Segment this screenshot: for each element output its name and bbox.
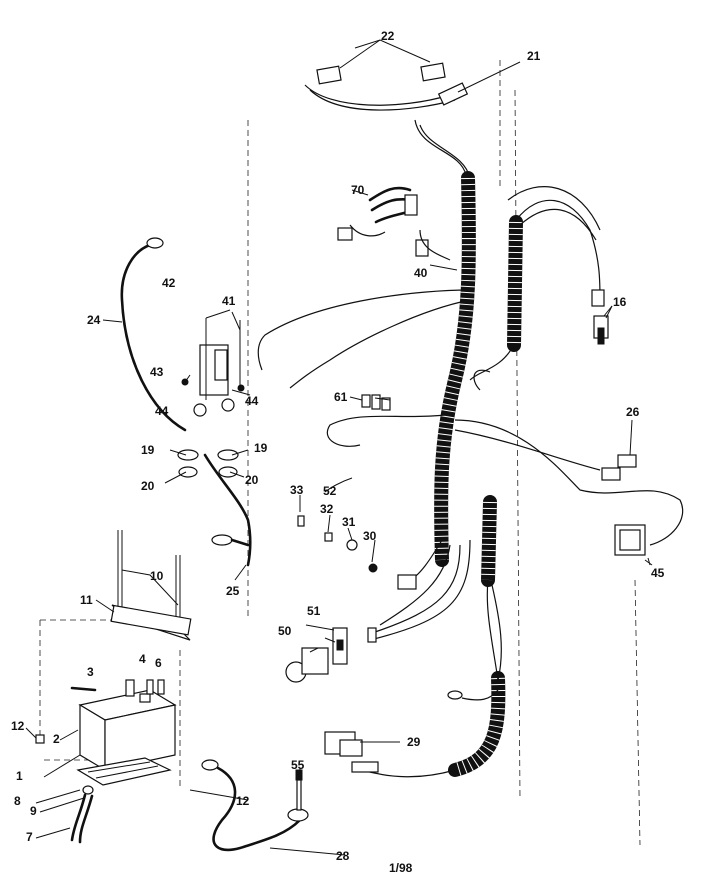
part-42-module-bracket bbox=[181, 309, 251, 417]
top-harness-assembly bbox=[304, 39, 521, 111]
callout-3: 3 bbox=[87, 665, 94, 679]
callout-16: 16 bbox=[613, 295, 627, 309]
callout-6: 6 bbox=[155, 656, 162, 670]
part-29-relay bbox=[324, 689, 499, 773]
callout-20: 20 bbox=[245, 473, 259, 487]
callout-1: 1 bbox=[16, 769, 23, 783]
callout-22: 22 bbox=[381, 29, 395, 43]
callout-40: 40 bbox=[414, 266, 428, 280]
callout-45: 45 bbox=[651, 566, 665, 580]
part-70-coil bbox=[337, 186, 451, 261]
harness-branch-wires bbox=[257, 186, 684, 778]
battery bbox=[35, 679, 177, 844]
main-wire-loom bbox=[414, 119, 523, 777]
callout-42: 42 bbox=[162, 276, 176, 290]
washers-and-cable-25 bbox=[164, 449, 252, 581]
callout-61: 61 bbox=[334, 390, 348, 404]
callout-21: 21 bbox=[527, 49, 541, 63]
callout-7: 7 bbox=[26, 830, 33, 844]
part-45-module bbox=[614, 524, 653, 566]
callout-52: 52 bbox=[323, 484, 337, 498]
callout-labels: 22 21 70 40 16 42 41 24 43 44 44 61 26 1… bbox=[11, 29, 665, 863]
callout-51: 51 bbox=[307, 604, 321, 618]
callout-8: 8 bbox=[14, 794, 21, 808]
callout-4: 4 bbox=[139, 652, 146, 666]
callout-12: 12 bbox=[236, 794, 250, 808]
callout-24: 24 bbox=[87, 313, 101, 327]
parts-30-33-hardware bbox=[297, 477, 417, 590]
callout-12: 12 bbox=[11, 719, 25, 733]
callout-28: 28 bbox=[336, 849, 350, 863]
callout-44: 44 bbox=[155, 404, 169, 418]
callout-44: 44 bbox=[245, 394, 259, 408]
callout-20: 20 bbox=[141, 479, 155, 493]
callout-19: 19 bbox=[141, 443, 155, 457]
callout-43: 43 bbox=[150, 365, 164, 379]
callout-19: 19 bbox=[254, 441, 268, 455]
part-16-connector bbox=[591, 289, 613, 345]
callout-9: 9 bbox=[30, 804, 37, 818]
part-26-connector bbox=[601, 419, 637, 481]
callout-31: 31 bbox=[342, 515, 356, 529]
callout-10: 10 bbox=[150, 569, 164, 583]
callout-41: 41 bbox=[222, 294, 236, 308]
part-24-cable bbox=[102, 237, 187, 432]
callout-11: 11 bbox=[80, 593, 93, 607]
page-footer: 1/98 bbox=[389, 861, 413, 875]
callout-50: 50 bbox=[278, 624, 292, 638]
callout-55: 55 bbox=[291, 758, 305, 772]
part-28-55-cable bbox=[201, 759, 346, 856]
callout-33: 33 bbox=[290, 483, 304, 497]
callout-30: 30 bbox=[363, 529, 377, 543]
callout-26: 26 bbox=[626, 405, 640, 419]
callout-25: 25 bbox=[226, 584, 240, 598]
callout-2: 2 bbox=[53, 732, 60, 746]
callout-leaders bbox=[374, 264, 651, 566]
part-10-11-holddown bbox=[95, 530, 192, 641]
callout-70: 70 bbox=[351, 183, 365, 197]
callout-29: 29 bbox=[407, 735, 421, 749]
callout-connectors bbox=[25, 624, 335, 839]
parts-50-51-switch bbox=[285, 627, 377, 683]
callout-32: 32 bbox=[320, 502, 334, 516]
part-61-connector bbox=[349, 394, 391, 411]
